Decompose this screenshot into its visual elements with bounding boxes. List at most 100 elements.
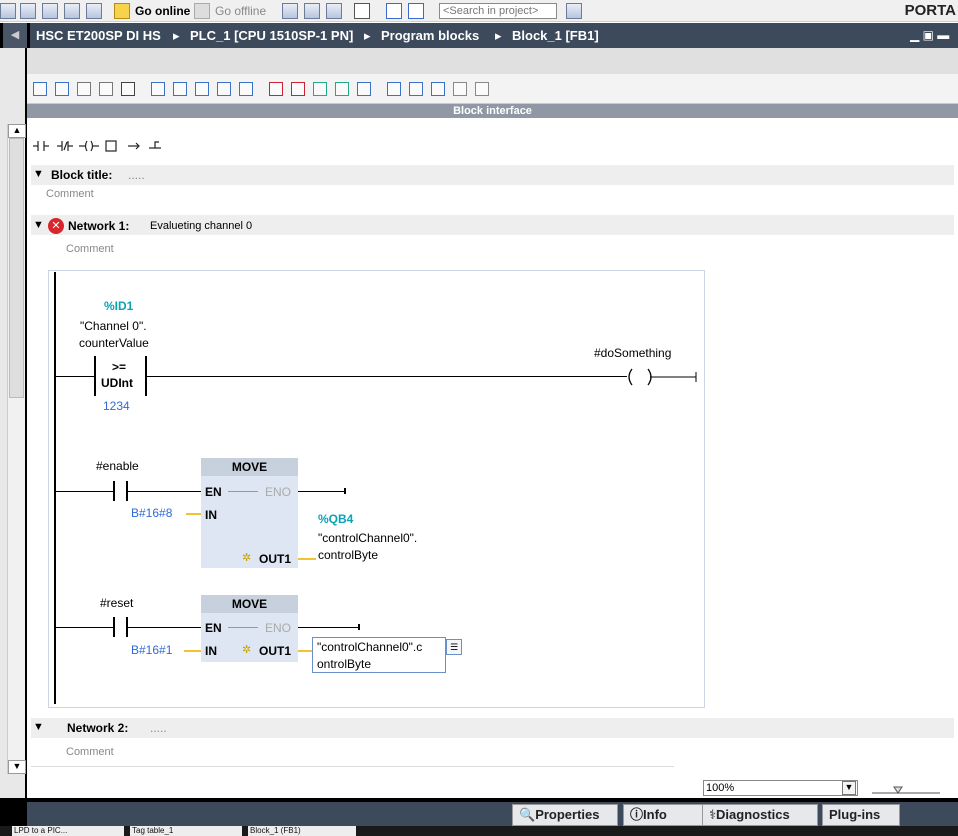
collapse-icon[interactable]: ▼ bbox=[33, 219, 44, 231]
collapse-all-icon[interactable] bbox=[269, 82, 283, 96]
search-go-icon[interactable] bbox=[566, 3, 582, 19]
network2-value[interactable]: ..... bbox=[150, 721, 167, 735]
insert-output-icon[interactable]: ✲ bbox=[242, 552, 252, 564]
move1-in-value[interactable]: B#16#8 bbox=[131, 506, 173, 520]
open-all-icon[interactable] bbox=[313, 82, 327, 96]
operand-view-icon[interactable] bbox=[357, 82, 371, 96]
go-to-error-icon[interactable] bbox=[239, 82, 253, 96]
insert-network-icon[interactable] bbox=[33, 82, 47, 96]
network-overview-icon[interactable] bbox=[195, 82, 209, 96]
tab-properties[interactable]: 🔍Properties bbox=[512, 804, 618, 826]
move2-out-label: OUT1 bbox=[259, 644, 292, 658]
block-comment[interactable]: Comment bbox=[46, 188, 94, 200]
taskbar-item-3[interactable]: Block_1 (FB1) bbox=[248, 826, 356, 836]
compare-operand-line1[interactable]: "Channel 0". bbox=[80, 319, 147, 333]
search-project-input[interactable]: <Search in project> bbox=[439, 3, 557, 19]
collapse-icon[interactable]: ▼ bbox=[33, 168, 44, 180]
breadcrumb-plc[interactable]: PLC_1 [CPU 1510SP-1 PN] bbox=[190, 28, 354, 43]
taskbar-item-2[interactable]: Tag table_1 bbox=[130, 826, 242, 836]
close-all-icon[interactable] bbox=[335, 82, 349, 96]
reset-contact-operand[interactable]: #reset bbox=[100, 596, 134, 610]
tab-plugins[interactable]: Plug-ins bbox=[822, 804, 900, 826]
open-project-icon[interactable] bbox=[20, 3, 36, 19]
taskbar bbox=[0, 826, 958, 836]
move1-out-line1[interactable]: "controlChannel0". bbox=[318, 531, 418, 545]
download-icon[interactable] bbox=[86, 3, 102, 19]
scroll-thumb[interactable] bbox=[9, 138, 24, 398]
cross-reference-icon[interactable] bbox=[354, 3, 370, 19]
go-online-icon[interactable] bbox=[114, 3, 130, 19]
settings-icon[interactable] bbox=[475, 82, 489, 96]
tab-diagnostics[interactable]: ⚕Diagnostics bbox=[702, 804, 818, 826]
scroll-up-icon[interactable]: ▲ bbox=[8, 124, 26, 138]
breadcrumb-block[interactable]: Block_1 [FB1] bbox=[512, 28, 599, 43]
breadcrumb-program-blocks[interactable]: Program blocks bbox=[381, 28, 480, 43]
tag-list-icon[interactable]: ☰ bbox=[446, 639, 462, 655]
window-controls-icon[interactable]: ▁ ▣ ▬ bbox=[910, 28, 950, 42]
network1-bar[interactable] bbox=[31, 215, 954, 235]
collapse-left-icon[interactable]: ◀ bbox=[3, 23, 27, 48]
tab-info[interactable]: ⓘInfo bbox=[623, 804, 703, 826]
split-vertical-icon[interactable] bbox=[408, 3, 424, 19]
operand-edit-field[interactable]: "controlChannel0".c ontrolByte bbox=[312, 637, 446, 673]
zoom-select[interactable]: 100% bbox=[703, 780, 858, 796]
save-project-icon[interactable] bbox=[42, 3, 58, 19]
step-icon[interactable] bbox=[453, 82, 467, 96]
breadcrumb-project[interactable]: HSC ET200SP DI HS bbox=[36, 28, 161, 43]
insert-output-icon[interactable]: ✲ bbox=[242, 644, 252, 656]
go-offline-button[interactable]: Go offline bbox=[215, 4, 267, 18]
compare-type[interactable]: UDInt bbox=[101, 376, 133, 390]
print-icon[interactable] bbox=[64, 3, 80, 19]
scroll-down-icon[interactable]: ▼ bbox=[8, 760, 26, 774]
network2-comment[interactable]: Comment bbox=[66, 746, 114, 758]
absolute-operand-icon[interactable] bbox=[121, 82, 135, 96]
compare-icon[interactable] bbox=[409, 82, 423, 96]
chevron-down-icon[interactable]: ▼ bbox=[842, 781, 856, 795]
rung2-wire-left bbox=[56, 491, 113, 492]
zoom-slider[interactable] bbox=[872, 783, 942, 797]
add-row-icon[interactable] bbox=[99, 82, 113, 96]
show-favorites-icon[interactable] bbox=[151, 82, 165, 96]
expand-all-icon[interactable] bbox=[291, 82, 305, 96]
contact2-right-bar bbox=[126, 617, 128, 637]
breakpoint-icon[interactable] bbox=[431, 82, 445, 96]
coil-operand[interactable]: #doSomething bbox=[594, 346, 672, 360]
taskbar-item-1[interactable]: LPD to a PIC... bbox=[12, 826, 124, 836]
go-offline-icon[interactable] bbox=[194, 3, 210, 19]
chevron-right-icon: ▸ bbox=[173, 28, 180, 43]
go-online-button[interactable]: Go online bbox=[135, 4, 191, 18]
toggle-tags-icon[interactable] bbox=[217, 82, 231, 96]
vertical-scrollbar[interactable]: ▲ ▼ bbox=[7, 124, 26, 774]
move2-eno: ENO bbox=[265, 621, 292, 635]
rung3-wire-left bbox=[56, 627, 113, 628]
start-cpu-icon[interactable] bbox=[304, 3, 320, 19]
operand-edit-line2[interactable]: ontrolByte bbox=[317, 657, 372, 671]
coil-symbol[interactable] bbox=[624, 368, 700, 386]
network1-comment[interactable]: Comment bbox=[66, 243, 114, 255]
move-block-2[interactable]: MOVE bbox=[201, 595, 298, 662]
move2-in-value[interactable]: B#16#1 bbox=[131, 643, 173, 657]
move-block-2-title: MOVE bbox=[201, 595, 298, 613]
block-title-value[interactable]: ..... bbox=[128, 168, 145, 182]
contact-right-bar bbox=[126, 481, 128, 501]
block-title-bar[interactable] bbox=[31, 165, 954, 185]
insert-row-icon[interactable] bbox=[77, 82, 91, 96]
network2-bar[interactable] bbox=[31, 718, 954, 738]
accessible-devices-icon[interactable] bbox=[282, 3, 298, 19]
delete-network-icon[interactable] bbox=[55, 82, 69, 96]
block-interface-splitter[interactable]: Block interface bbox=[27, 104, 958, 118]
move1-out-line2[interactable]: controlByte bbox=[318, 548, 379, 562]
diagnostics-icon: ⚕ bbox=[709, 807, 717, 822]
compare-operand-line2[interactable]: counterValue bbox=[79, 336, 149, 350]
new-project-icon[interactable] bbox=[0, 3, 16, 19]
enable-contact-operand[interactable]: #enable bbox=[96, 459, 139, 473]
operand-edit-line1[interactable]: "controlChannel0".c bbox=[317, 640, 423, 654]
move-block-1[interactable]: MOVE bbox=[201, 458, 298, 568]
compare-value[interactable]: 1234 bbox=[103, 399, 130, 413]
split-horizontal-icon[interactable] bbox=[386, 3, 402, 19]
collapse-icon[interactable]: ▼ bbox=[33, 721, 44, 733]
stop-cpu-icon[interactable] bbox=[326, 3, 342, 19]
network1-title[interactable]: Evalueting channel 0 bbox=[150, 220, 253, 232]
show-comments-icon[interactable] bbox=[173, 82, 187, 96]
monitoring-icon[interactable] bbox=[387, 82, 401, 96]
